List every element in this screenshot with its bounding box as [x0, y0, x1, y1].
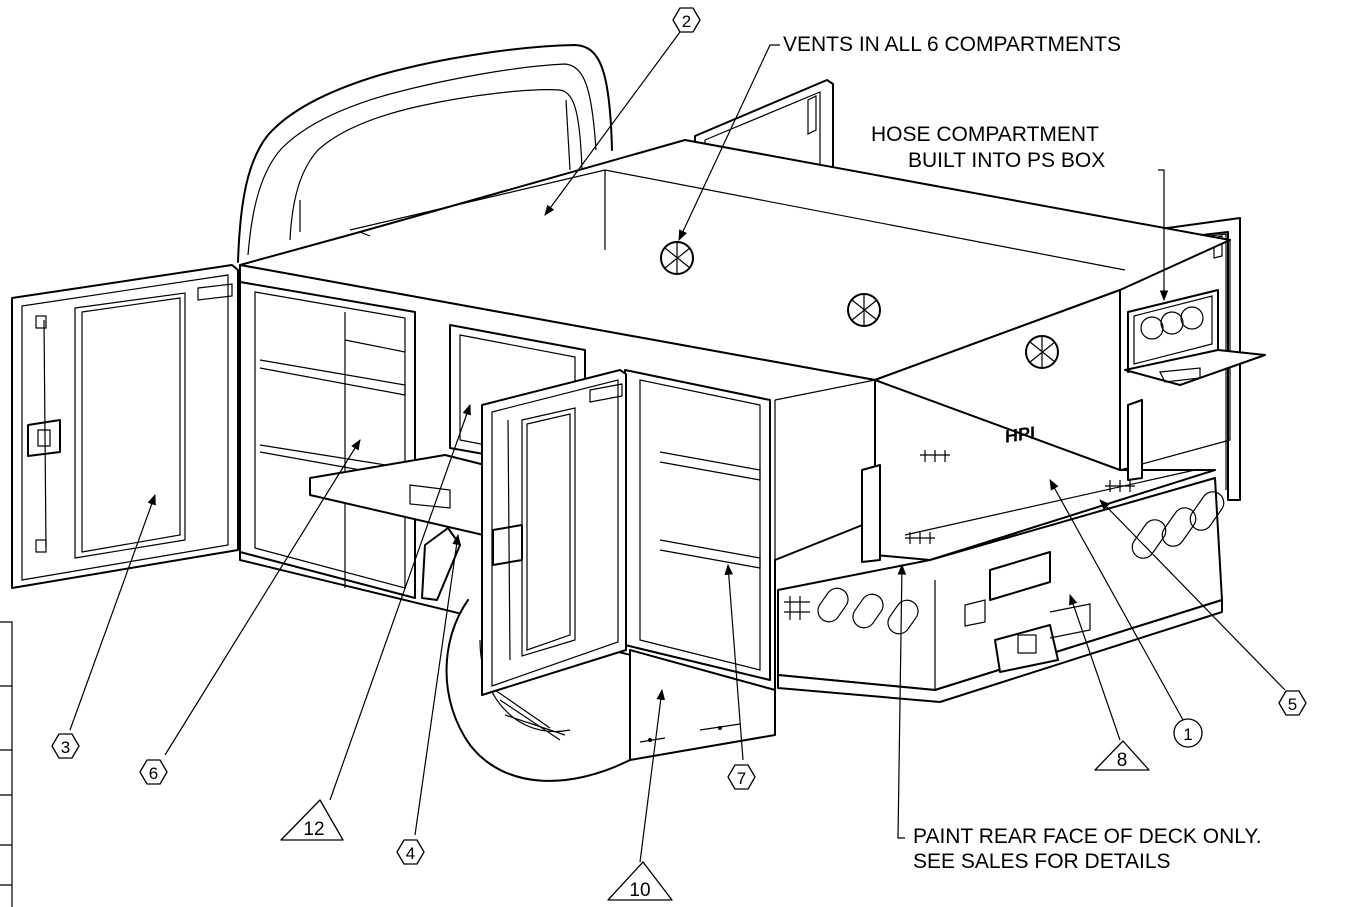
svg-text:10: 10: [629, 880, 650, 901]
balloon-10: 10: [607, 861, 673, 901]
hose-note-line1: HOSE COMPARTMENT: [871, 123, 1099, 146]
balloon-7: 7: [727, 764, 756, 790]
svg-text:8: 8: [1117, 750, 1128, 771]
vents-note: VENTS IN ALL 6 COMPARTMENTS: [783, 33, 1122, 56]
svg-text:HPI: HPI: [1005, 423, 1035, 447]
deck-bracket-right: [1127, 399, 1143, 481]
left-door: [11, 264, 239, 589]
rear-bumper: HPI: [777, 423, 1225, 703]
balloon-6: 6: [139, 759, 168, 785]
hitch: [994, 603, 1091, 673]
title-block-edge: [0, 621, 13, 907]
vent-2: [847, 293, 881, 327]
svg-text:1: 1: [1183, 725, 1192, 744]
svg-text:3: 3: [61, 738, 70, 757]
svg-text:6: 6: [149, 764, 158, 783]
svg-text:5: 5: [1288, 695, 1297, 714]
paint-note-line2: SEE SALES FOR DETAILS: [913, 850, 1171, 873]
balloon-12: 12: [280, 799, 344, 841]
hose-note-line2: BUILT INTO PS BOX: [908, 149, 1106, 172]
balloon-8: 8: [1094, 740, 1150, 771]
balloon-3: 3: [51, 733, 80, 759]
deck-bracket-left: [861, 464, 881, 563]
hpi-logo: HPI: [989, 423, 1051, 601]
bumper-lights-left: [817, 587, 919, 635]
mud-flap: [629, 649, 776, 761]
svg-text:7: 7: [737, 769, 746, 788]
fold-down-shelf: [309, 454, 506, 601]
bumper-lights-right: [1131, 491, 1225, 559]
leader-lines: [69, 31, 1286, 863]
balloon-5: 5: [1278, 690, 1307, 716]
middle-door: [481, 369, 627, 696]
hose-compartment: [1124, 289, 1266, 386]
paint-note-line1: PAINT REAR FACE OF DECK ONLY.: [913, 825, 1262, 848]
balloon-1: 1: [1173, 718, 1203, 748]
vent-3: [1025, 335, 1059, 369]
svg-text:12: 12: [303, 819, 324, 840]
balloon-2: 2: [672, 7, 701, 33]
vent-1: [660, 241, 694, 275]
balloon-4: 4: [396, 839, 425, 865]
truck-cab: [237, 44, 613, 263]
svg-text:2: 2: [682, 12, 691, 31]
svg-text:4: 4: [406, 844, 415, 863]
